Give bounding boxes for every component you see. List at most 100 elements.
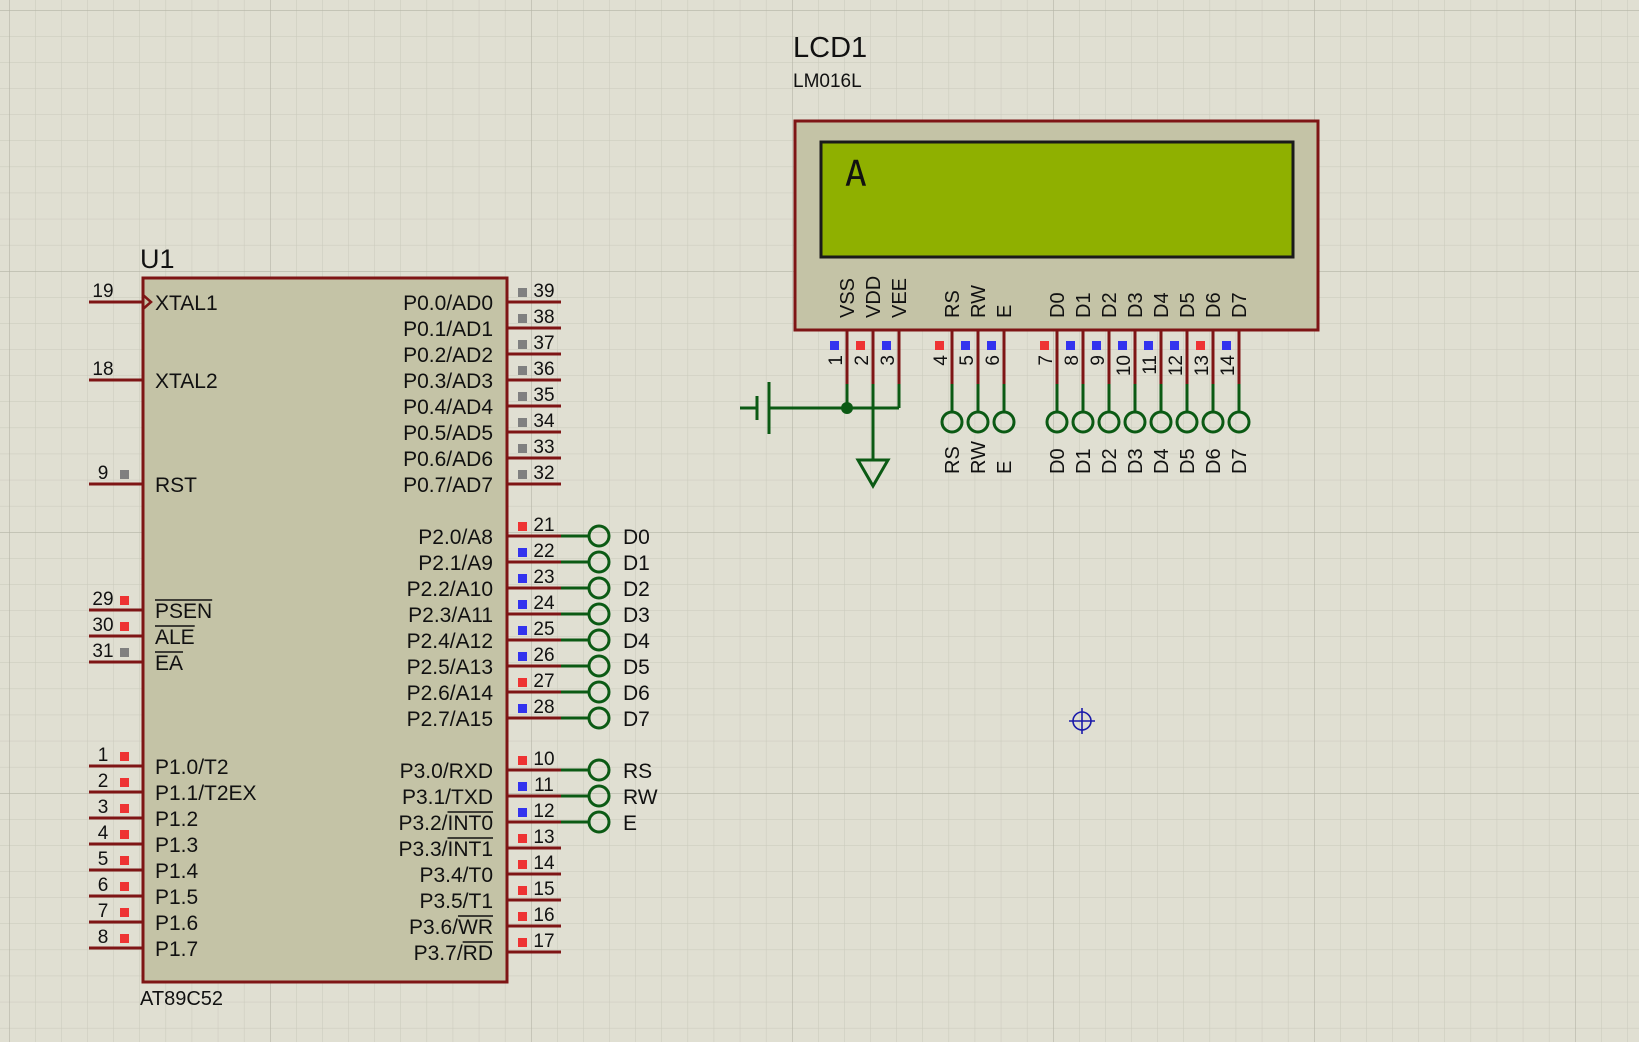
battery-icon[interactable]	[740, 382, 771, 434]
logic-state-marker	[120, 908, 129, 917]
lcd-lcd1[interactable]: LCD1 LM016L A 1VSS2VDD3VEE4RSRS5RWRW6EE7…	[740, 32, 1320, 490]
mcu-ref: U1	[140, 244, 175, 274]
net-terminal-d2-lcd[interactable]: D2	[1097, 384, 1121, 474]
net-terminal-d7-lcd[interactable]: D7	[1227, 384, 1251, 474]
net-terminal-d4-lcd[interactable]: D4	[1149, 384, 1173, 474]
net-terminal-d0[interactable]: D0	[561, 524, 650, 549]
net-terminal-rs-lcd[interactable]: RS	[940, 384, 964, 474]
logic-state-marker	[1222, 341, 1231, 350]
pin-number: 9	[1088, 355, 1109, 366]
net-terminal-d3-lcd[interactable]: D3	[1123, 384, 1147, 474]
mcu-part: AT89C52	[140, 988, 223, 1010]
terminal-icon	[587, 654, 611, 678]
net-terminal-d5[interactable]: D5	[561, 654, 650, 679]
net-terminal-d7[interactable]: D7	[561, 706, 650, 731]
net-terminal-d5-lcd[interactable]: D5	[1175, 384, 1199, 474]
net-terminal-d1-lcd[interactable]: D1	[1071, 384, 1095, 474]
pin-number: 25	[533, 619, 554, 640]
net-label: RS	[942, 446, 964, 474]
mcu-pin-1[interactable]: 1P1.0/T2	[89, 745, 229, 779]
net-terminal-rs[interactable]: RS	[561, 758, 652, 783]
mcu-pin-4[interactable]: 4P1.3	[89, 823, 198, 857]
net-label: D7	[1229, 448, 1251, 474]
net-label: D3	[1125, 448, 1147, 474]
mcu-pin-3[interactable]: 3P1.2	[89, 797, 198, 831]
net-terminal-d4[interactable]: D4	[561, 628, 650, 653]
mcu-pin-2[interactable]: 2P1.1/T2EX	[89, 771, 257, 805]
net-terminal-rw[interactable]: RW	[561, 784, 658, 809]
ground-icon[interactable]	[855, 458, 891, 490]
net-label: D1	[1073, 448, 1095, 474]
mcu-pin-7[interactable]: 7P1.6	[89, 901, 198, 935]
lcd-pin-6[interactable]: 6EE	[983, 305, 1016, 474]
net-terminal-e-lcd[interactable]: E	[992, 384, 1016, 474]
net-terminal-d2[interactable]: D2	[561, 576, 650, 601]
pin-label: P3.7/RD	[414, 942, 493, 965]
mcu-body[interactable]	[141, 276, 509, 984]
logic-state-marker	[830, 341, 839, 350]
pin-label: P3.6/WR	[409, 916, 493, 939]
pin-label: E	[994, 305, 1016, 318]
pin-number: 8	[98, 927, 109, 948]
net-terminal-d6[interactable]: D6	[561, 680, 650, 705]
pin-label: XTAL1	[155, 292, 218, 315]
net-terminal-e[interactable]: E	[561, 810, 637, 835]
pin-label: P1.0/T2	[155, 756, 229, 779]
net-terminal-rw-lcd[interactable]: RW	[966, 384, 990, 474]
net-label: D6	[1203, 448, 1225, 474]
mcu-pin-5[interactable]: 5P1.4	[89, 849, 199, 883]
net-terminal-d6-lcd[interactable]: D6	[1201, 384, 1225, 474]
net-terminal-d0-lcd[interactable]: D0	[1045, 384, 1069, 474]
pin-number: 14	[533, 853, 555, 874]
net-terminal-d1[interactable]: D1	[561, 550, 650, 575]
mcu-pin-6[interactable]: 6P1.5	[89, 875, 198, 909]
net-terminal-d3[interactable]: D3	[561, 602, 650, 627]
mcu-pin-8[interactable]: 8P1.7	[89, 927, 198, 961]
